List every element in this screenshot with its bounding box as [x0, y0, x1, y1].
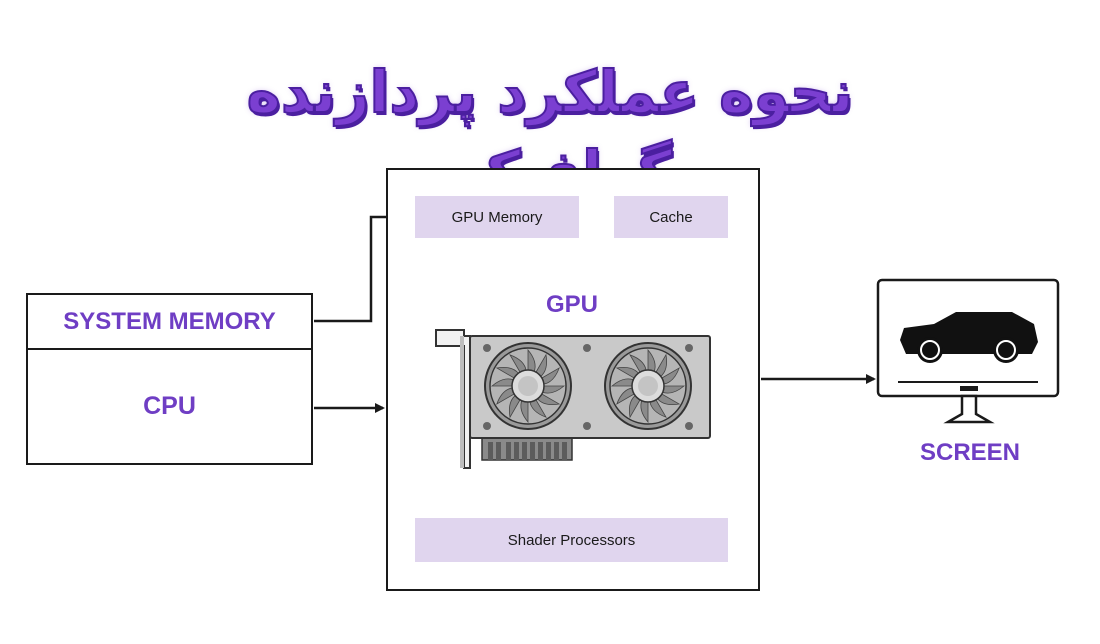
gpu-memory-block: GPU Memory [415, 196, 579, 238]
monitor-icon [876, 278, 1060, 424]
system-memory-label: SYSTEM MEMORY [28, 295, 311, 350]
cpu-label: CPU [143, 392, 196, 420]
system-memory-cpu-box: SYSTEM MEMORY CPU [26, 293, 313, 465]
car-icon [900, 312, 1038, 363]
screen-label: SCREEN [919, 439, 1021, 466]
graphics-card-icon [435, 329, 711, 469]
gpu-label: GPU [545, 291, 598, 318]
cache-block: Cache [614, 196, 728, 238]
shader-processors-block: Shader Processors [415, 518, 728, 562]
